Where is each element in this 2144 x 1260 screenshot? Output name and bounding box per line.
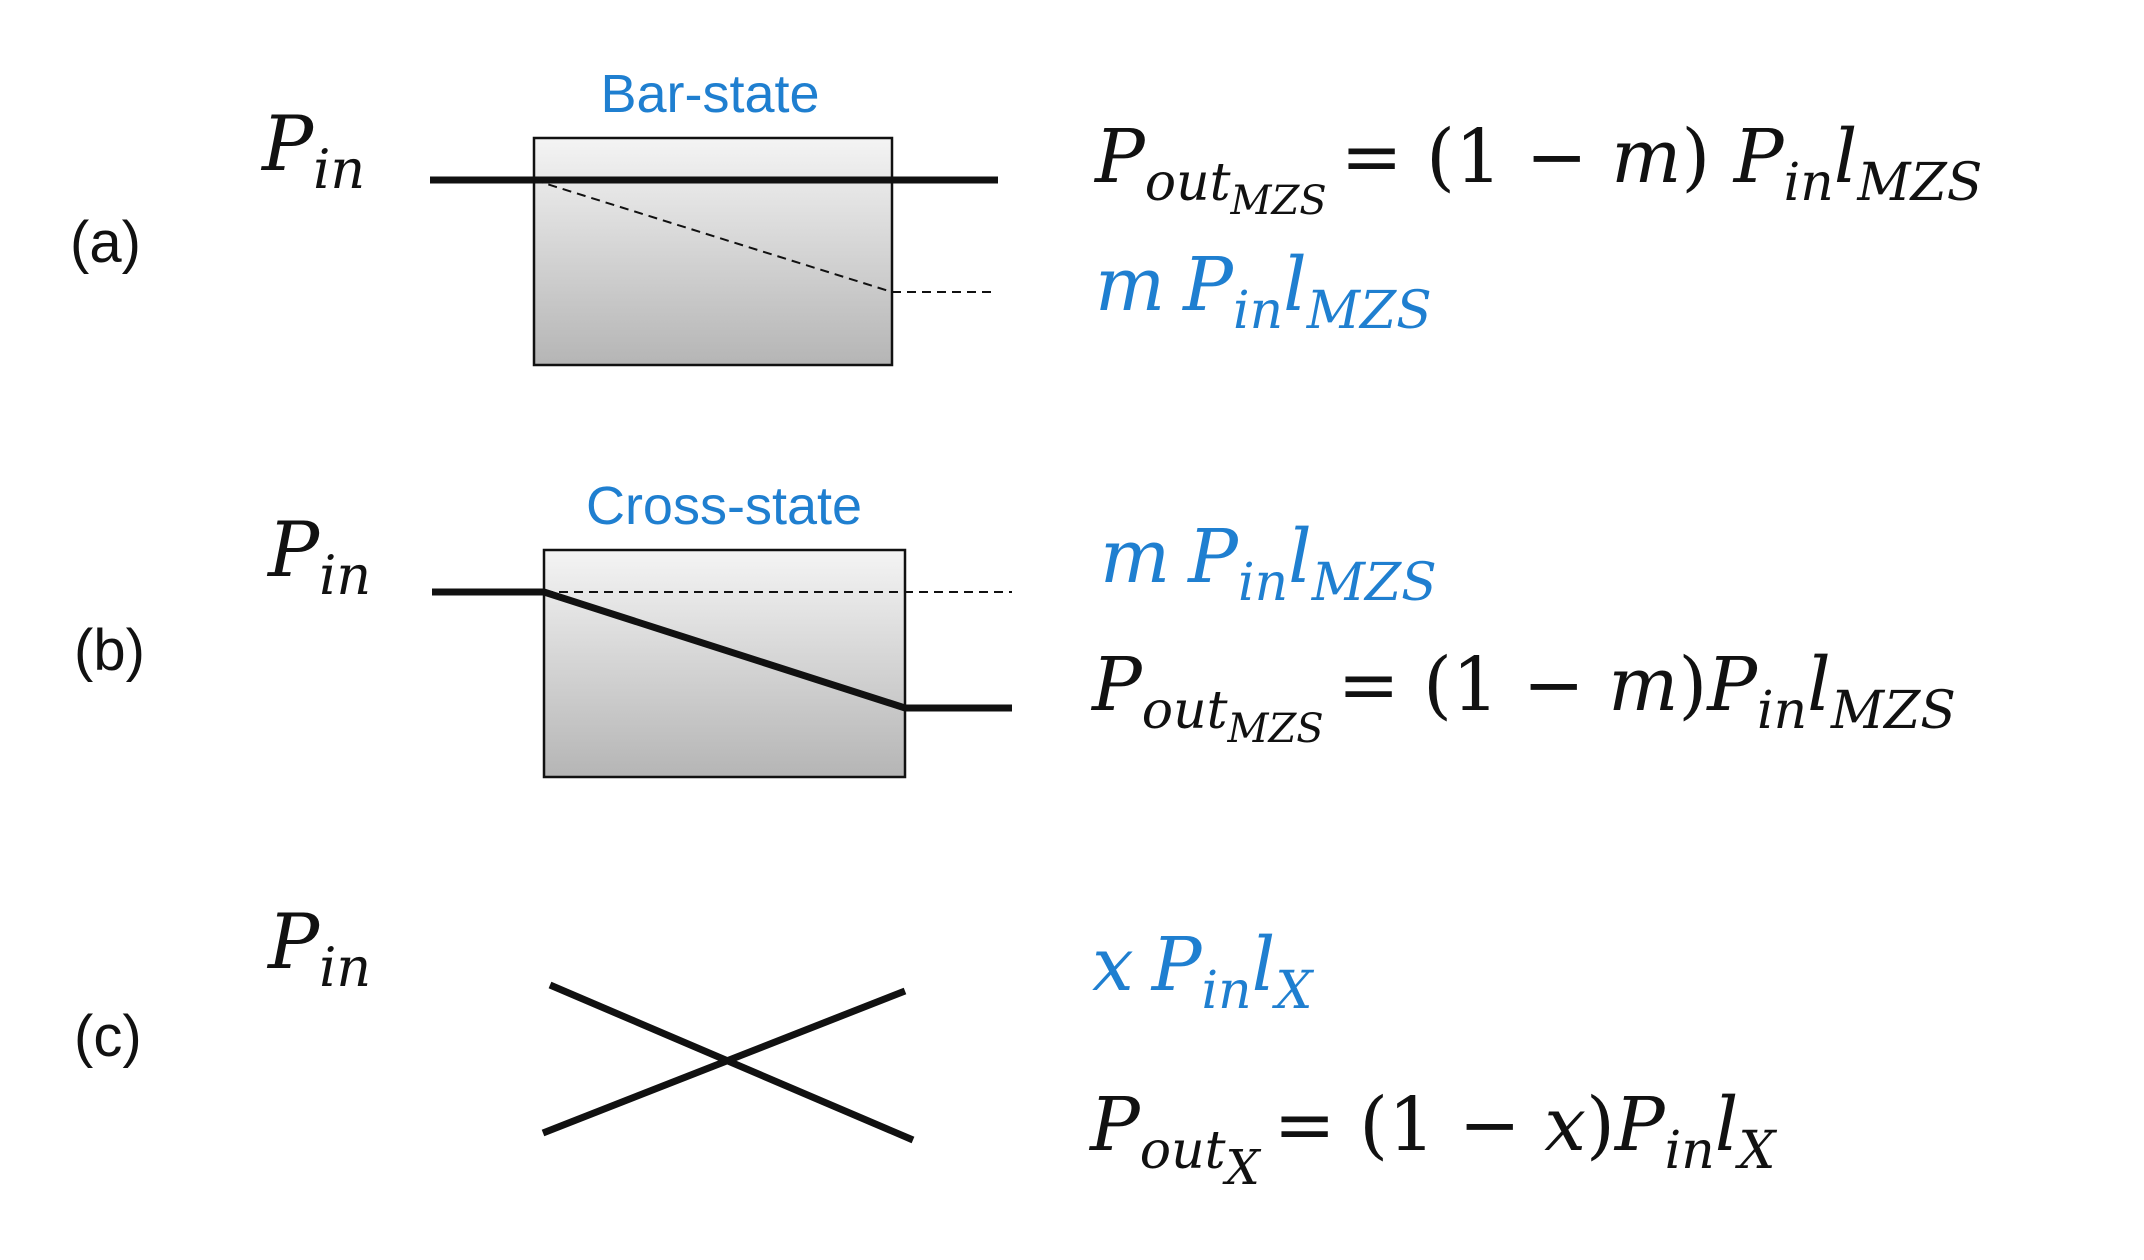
output-equation-a: PoutMZS= (1 − m) PinlMZS	[1093, 114, 1982, 224]
panel-label-c: (c)	[74, 1004, 142, 1069]
input-power-label-a: Pin	[260, 99, 365, 201]
state-label-bar: Bar-state	[600, 64, 819, 124]
switch-box-b	[542, 548, 907, 779]
input-power-label-c: Pin	[266, 897, 371, 999]
panel-label-a: (a)	[70, 210, 141, 275]
crossing-line-up	[541, 987, 907, 1137]
output-equation-b: PoutMZS= (1 − m)PinlMZS	[1090, 642, 1956, 752]
cross-path-solid	[432, 588, 1012, 712]
state-label-cross: Cross-state	[586, 476, 862, 536]
input-power-label-b: Pin	[266, 505, 371, 607]
output-equation-c: PoutX= (1 − x)PinlX	[1088, 1082, 1777, 1196]
panel-label-b: (b)	[74, 618, 145, 683]
cross-path-dashed-a	[533, 179, 893, 293]
panel-a: (a) Pin Bar-state PoutMZS= (1 − m) PinlM…	[70, 64, 1982, 367]
switch-box-a	[532, 136, 894, 367]
